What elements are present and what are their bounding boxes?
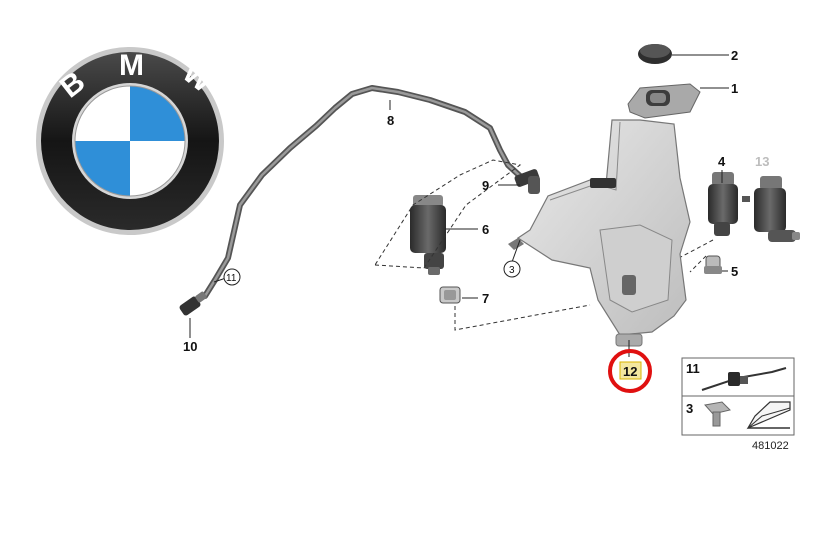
callout-7: 7 <box>482 291 489 306</box>
bmw-logo: B M W <box>36 47 224 235</box>
callout-5: 5 <box>731 264 738 279</box>
hose-connector-10 <box>179 291 207 316</box>
callout-6: 6 <box>482 222 489 237</box>
callout-8: 8 <box>387 113 394 128</box>
legend-box: 11 3 <box>681 357 795 436</box>
legend-bolt-icon <box>704 401 731 427</box>
hose-connector-9 <box>514 169 540 194</box>
grommet-5 <box>704 255 722 274</box>
callout-2: 2 <box>731 48 738 63</box>
callout-3-circled: 3 <box>503 260 521 278</box>
washer-hose <box>202 85 523 299</box>
washer-reservoir-tank <box>508 119 691 347</box>
logo-roundel <box>74 85 186 197</box>
callout-9: 9 <box>482 178 489 193</box>
highlight-circle <box>608 349 652 393</box>
callout-12-highlighted: 12 <box>608 349 652 393</box>
callout-13: 13 <box>755 154 769 169</box>
svg-text:11: 11 <box>226 273 237 284</box>
callout-leaders <box>189 54 729 357</box>
filler-cap-2 <box>638 44 672 64</box>
callout-12: 12 <box>623 364 637 379</box>
callout-1: 1 <box>731 81 738 96</box>
diagram-number: 481022 <box>752 440 789 452</box>
callout-11-circled: 11 <box>223 268 241 286</box>
washer-pump-6 <box>410 195 446 275</box>
washer-pump-4 <box>708 172 750 236</box>
logo-letter-m: M <box>119 49 144 82</box>
grommet-7 <box>439 286 461 304</box>
callout-4: 4 <box>718 154 726 169</box>
legend-label-11: 11 <box>686 361 700 376</box>
washer-pump-13 <box>754 176 800 242</box>
legend-hose-clip-icon <box>701 367 787 391</box>
legend-label-3: 3 <box>686 401 693 416</box>
filler-neck-1 <box>627 83 701 119</box>
callout-10: 10 <box>183 339 197 354</box>
legend-arrow-icon <box>746 401 791 430</box>
svg-text:3: 3 <box>509 265 515 276</box>
